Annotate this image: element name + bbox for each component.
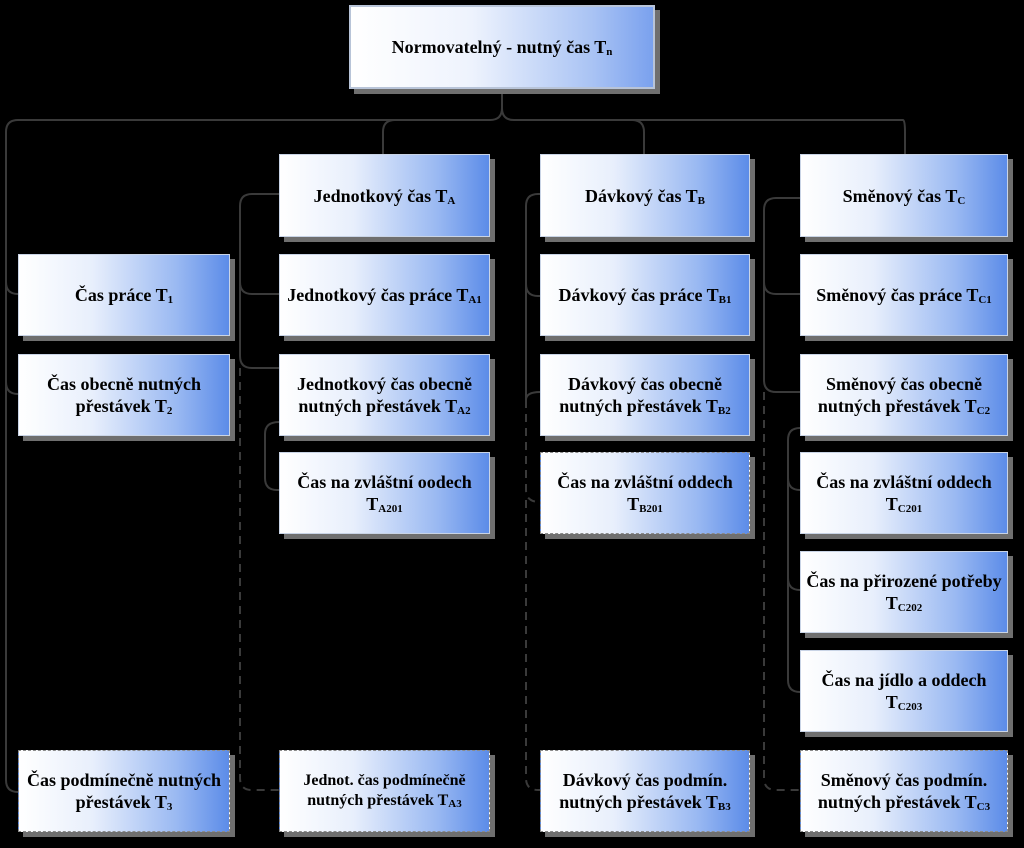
- connector-col0-general: [5, 381, 20, 395]
- root-node: Normovatelný - nutný čas Tn: [349, 5, 655, 89]
- node-b-conditional: Dávkový čas podmín. nutných přestávek TB…: [540, 750, 750, 832]
- connector-c-natural: [787, 577, 801, 591]
- connector-root-a: [501, 107, 906, 155]
- node-a-work: Jednotkový čas práce TA1: [279, 254, 490, 336]
- node-c-natural: Čas na přirozené potřeby TC202: [800, 551, 1008, 633]
- node-c-general: Směnový čas obecně nutných přestávek TC2: [800, 354, 1008, 436]
- connector-c-trunk: [763, 197, 800, 393]
- node-a-special: Čas na zvláštní oodech TA201: [279, 452, 490, 534]
- connector-c-special: [787, 477, 801, 491]
- connector-root: [5, 88, 503, 793]
- node-general-breaks: Čas obecně nutných přestávek T2: [18, 354, 230, 436]
- connector-c-sub: [787, 427, 801, 693]
- node-c-special: Čas na zvláštní oddech TC201: [800, 452, 1008, 534]
- group-shift-time: Směnový čas TC: [800, 154, 1008, 237]
- group-batch-time: Dávkový čas TB: [540, 154, 750, 237]
- node-c-conditional: Směnový čas podmín. nutných přestávek TC…: [800, 750, 1008, 832]
- connector-b-special: [525, 400, 541, 503]
- connector-b-general: [525, 284, 541, 401]
- group-unit-time: Jednotkový čas TA: [279, 154, 490, 237]
- connector-a-conditional: [239, 368, 279, 791]
- node-b-general: Dávkový čas obecně nutných přestávek TB2: [540, 354, 750, 436]
- connector-to-a: [382, 119, 396, 155]
- connector-b-conditional: [525, 500, 540, 791]
- connector-c-work: [763, 281, 800, 295]
- node-c-meal: Čas na jídlo a oddech TC203: [800, 650, 1008, 732]
- node-a-conditional: Jednot. čas podmínečně nutných přestávek…: [279, 750, 490, 832]
- connector-b-trunk: [525, 193, 540, 297]
- node-a-general: Jednotkový čas obecně nutných přestávek …: [279, 354, 490, 436]
- connector-c-conditional: [763, 392, 800, 791]
- connector-a-work: [239, 281, 279, 295]
- node-b-special: Čas na zvláštní oddech TB201: [540, 452, 750, 534]
- connector-a-special: [264, 421, 280, 491]
- node-work-time: Čas práce T1: [18, 254, 230, 336]
- node-b-work: Dávkový čas práce TB1: [540, 254, 750, 336]
- connector-col0-work: [5, 281, 20, 295]
- connector-a-trunk: [239, 193, 279, 369]
- connector-to-b: [631, 119, 645, 155]
- node-c-work: Směnový čas práce TC1: [800, 254, 1008, 336]
- node-conditional-breaks: Čas podmínečně nutných přestávek T3: [18, 750, 230, 832]
